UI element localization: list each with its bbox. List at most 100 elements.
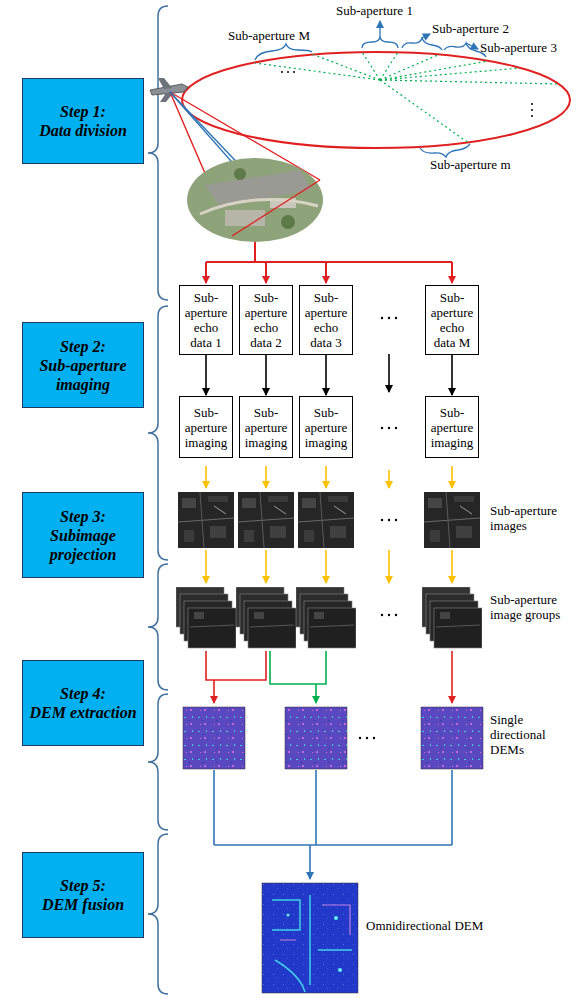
figure-part <box>451 651 453 703</box>
figure-label: Single directional DEMs <box>490 712 574 757</box>
figure-part <box>287 914 290 917</box>
figure-part <box>214 844 452 846</box>
step-name: DEM extraction <box>29 703 136 722</box>
figure-label: Omnidirectional DEM <box>366 918 483 933</box>
figure-part <box>380 52 398 80</box>
step-box: Step 5:DEM fusion <box>22 852 144 938</box>
figure-part <box>287 71 289 73</box>
figure-part <box>309 845 311 879</box>
figure-part <box>148 6 168 300</box>
process-box: Sub-aperture imaging <box>239 396 293 458</box>
ellipsis-dots <box>281 71 533 117</box>
figure-part <box>213 680 215 703</box>
figure-part <box>158 78 172 89</box>
figure-part <box>325 466 327 488</box>
figure-part <box>422 34 430 38</box>
figure-part <box>531 115 533 117</box>
process-box: Sub-aperture echo data 1 <box>179 285 233 355</box>
figure-part <box>236 587 296 648</box>
box-text: Sub-aperture imaging <box>302 405 350 450</box>
figure-part <box>402 38 442 50</box>
figure-label: Sub-aperture m <box>430 157 511 172</box>
box-text: Sub-aperture imaging <box>242 405 290 450</box>
figure-part <box>380 61 488 80</box>
figure-part <box>466 43 478 49</box>
figure-part <box>205 550 207 583</box>
figure-part <box>148 834 168 994</box>
step-number: Step 1: <box>60 102 106 121</box>
figure-part <box>205 466 207 488</box>
figure-part <box>148 694 168 830</box>
flow-arrow <box>325 355 327 395</box>
figure-part <box>187 158 323 242</box>
step-number: Step 3: <box>60 507 106 526</box>
figure-part <box>238 492 294 548</box>
box-text: Sub-aperture echo data 3 <box>302 290 350 350</box>
step-box: Step 3:Subimage projection <box>22 492 144 578</box>
omnidirectional-dem <box>262 883 358 993</box>
step-box: Step 1:Data division <box>22 78 144 164</box>
box-text: Sub-aperture imaging <box>428 405 476 450</box>
figure-part <box>254 242 256 262</box>
figure-part <box>451 262 453 283</box>
dem-fusion-arrows <box>214 770 452 879</box>
sub-aperture-division <box>255 52 560 144</box>
figure-part <box>262 883 358 993</box>
figure-part <box>380 80 560 84</box>
figure-part <box>388 317 390 319</box>
figure-part <box>315 770 317 845</box>
figure-part <box>281 71 283 73</box>
step-box: Step 4:DEM extraction <box>22 660 144 746</box>
figure-label: Sub-aperture 1 <box>336 3 413 18</box>
figure-part <box>270 651 326 684</box>
figure-part <box>255 44 312 60</box>
figure-part <box>395 317 397 319</box>
figure-part <box>255 63 380 80</box>
ellipsis-dots <box>359 317 397 739</box>
step-name: Data division <box>39 121 127 140</box>
figure-part <box>531 109 533 111</box>
process-box: Sub-aperture echo data M <box>425 285 479 355</box>
flow-arrow <box>265 355 267 395</box>
single-directional-dem <box>183 707 483 769</box>
figure-part <box>176 587 236 648</box>
process-box: Sub-aperture echo data 2 <box>239 285 293 355</box>
image-group-stack <box>176 587 482 648</box>
figure-part <box>312 54 380 80</box>
process-box: Sub-aperture imaging <box>299 396 353 458</box>
figure-part <box>380 80 470 144</box>
figure-part <box>325 550 327 583</box>
figure-part <box>200 200 318 214</box>
box-text: Sub-aperture echo data 2 <box>242 290 290 350</box>
ground-scene <box>187 158 323 242</box>
box-text: Sub-aperture echo data 1 <box>182 290 230 350</box>
figure-part <box>234 168 246 180</box>
figure-part <box>381 519 383 521</box>
dem-extraction-arrows <box>206 651 452 703</box>
figure-part <box>379 21 380 36</box>
figure-label: Sub-aperture M <box>228 28 310 43</box>
figure-part <box>265 262 267 283</box>
process-box: Sub-aperture imaging <box>425 396 479 458</box>
figure-part <box>422 587 482 648</box>
figure-part <box>451 550 453 583</box>
figure-part <box>325 262 327 283</box>
figure-part <box>205 262 207 283</box>
figure-part <box>206 261 452 263</box>
image-arrows <box>206 466 452 583</box>
figure-part <box>280 905 350 940</box>
figure-part <box>421 707 483 769</box>
figure-part <box>183 707 245 769</box>
figure-part <box>315 684 317 703</box>
step-number: Step 2: <box>60 337 106 356</box>
figure-part <box>281 215 295 229</box>
process-box: Sub-aperture echo data 3 <box>299 285 353 355</box>
figure-part <box>451 466 453 488</box>
box-text: Sub-aperture echo data M <box>428 290 476 350</box>
data-split-arrows <box>206 242 452 283</box>
figure-part <box>395 427 397 429</box>
figure-part <box>366 737 368 739</box>
figure-part <box>395 614 397 616</box>
figure-part <box>272 895 352 992</box>
figure-part <box>296 587 356 648</box>
